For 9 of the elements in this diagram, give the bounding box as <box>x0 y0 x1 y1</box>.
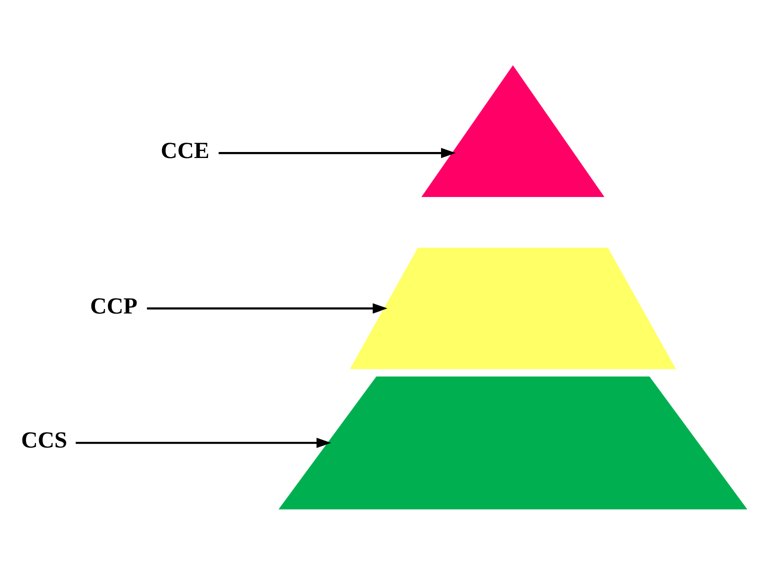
arrow <box>218 148 456 158</box>
node-triangle <box>421 65 604 197</box>
node-trapezoid <box>350 248 676 370</box>
node-text: CCS <box>21 426 68 453</box>
arrow <box>76 438 332 448</box>
node-trapezoid <box>278 376 748 510</box>
node-text: CCE <box>160 136 210 163</box>
node-text: CCP <box>90 292 138 318</box>
arrow <box>146 303 388 314</box>
